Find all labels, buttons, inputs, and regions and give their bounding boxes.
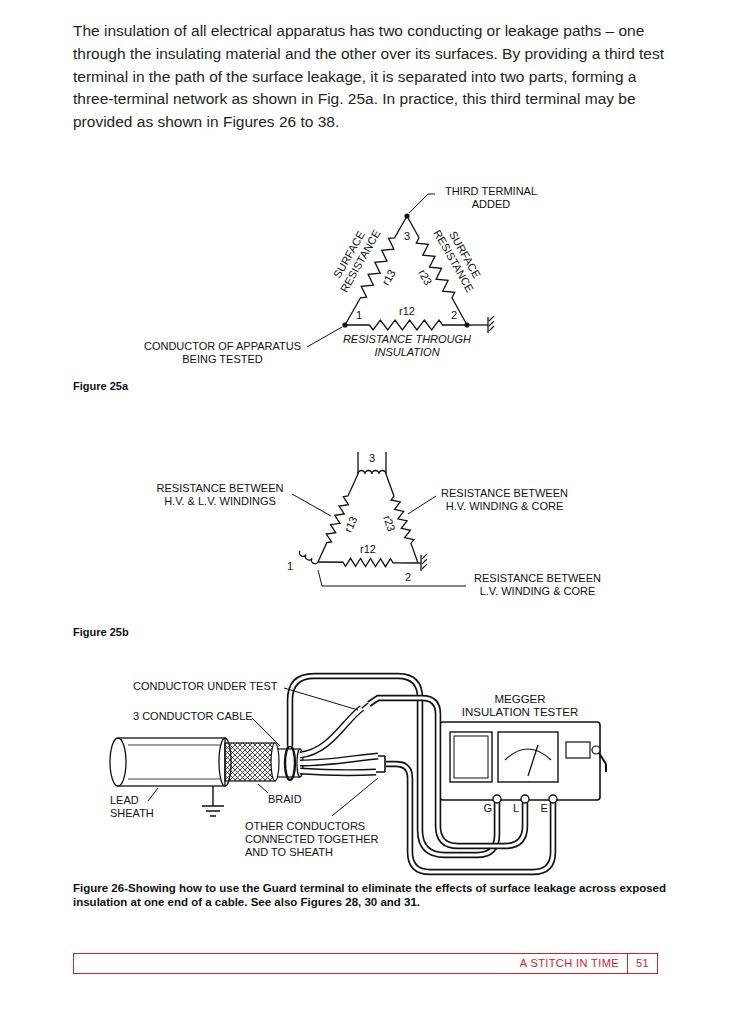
resistor-name: r23 — [380, 513, 398, 532]
resistance-label: SURFACE RESISTANCE — [323, 216, 386, 300]
lead-sheath — [110, 738, 126, 786]
guard-loop — [285, 746, 295, 780]
crank-handle — [599, 753, 606, 772]
leader-line — [408, 496, 436, 514]
resistor-name: r13 — [379, 267, 398, 287]
display-window — [454, 736, 488, 778]
resistor-symbol — [345, 320, 467, 330]
display-window — [450, 732, 492, 782]
ground-symbol — [420, 555, 421, 571]
meter-scale — [505, 749, 551, 760]
leader-line — [258, 784, 268, 793]
terminal-dot — [464, 322, 469, 327]
resistor-name: r12 — [360, 543, 376, 556]
conductor — [300, 771, 376, 773]
figure-caption: Figure 25b — [73, 626, 129, 639]
leader-line — [148, 788, 158, 801]
ground-symbol — [422, 559, 427, 564]
earth-symbol — [202, 786, 224, 816]
ground-symbol — [422, 564, 427, 569]
conductor — [300, 708, 362, 755]
wire — [467, 324, 488, 325]
conductor — [300, 708, 362, 755]
body-text: The insulation of all electrical apparat… — [73, 20, 673, 134]
figure-caption: Figure 25a — [73, 380, 128, 393]
part-label: LEAD SHEATH — [110, 794, 160, 820]
terminal-number: 3 — [404, 230, 410, 243]
sheath-shading — [128, 745, 220, 779]
terminal-name: G — [484, 802, 493, 815]
callout-text: THIRD TERMINAL ADDED — [435, 185, 547, 211]
resistance-label: RESISTANCE BETWEEN H.V. WINDING & CORE — [437, 487, 572, 513]
leader-line — [252, 718, 280, 746]
resistance-label: RESISTANCE BETWEEN L.V. WINDING & CORE — [470, 572, 605, 598]
resistor-name: r23 — [415, 267, 434, 287]
instrument-box: MEGGER INSULATION TESTER — [440, 693, 600, 805]
leader-line — [284, 688, 358, 710]
braid-end — [271, 743, 279, 781]
footer-title: A STITCH IN TIME — [74, 954, 627, 973]
terminal-name: L — [513, 802, 519, 815]
terminal-dot — [404, 213, 409, 218]
terminal-number: 2 — [405, 571, 411, 584]
ground-symbol — [489, 321, 494, 326]
part-label: CONDUCTOR UNDER TEST — [133, 680, 277, 693]
terminal-post — [493, 795, 501, 803]
resistance-label: RESISTANCE THROUGH INSULATION — [342, 333, 472, 359]
winding-symbol — [299, 551, 318, 564]
leader-line — [318, 570, 466, 586]
terminal-post — [549, 795, 557, 803]
lead-sheath — [118, 738, 225, 786]
terminal-number: 2 — [451, 309, 457, 322]
figure-caption: Figure 26-Showing how to use the Guard t… — [73, 882, 673, 909]
resistor-name: r12 — [399, 305, 415, 318]
terminal-number: 1 — [287, 560, 293, 573]
braid — [225, 743, 275, 781]
crank-housing — [566, 742, 590, 758]
instrument-case — [440, 722, 600, 800]
resistor-name: r13 — [342, 514, 360, 534]
ground-symbol — [422, 554, 427, 559]
ground-symbol — [487, 317, 488, 333]
crank-hub — [592, 746, 600, 754]
bare-conductor — [362, 703, 385, 772]
footer-bar: A STITCH IN TIME51 — [73, 953, 658, 974]
test-lead — [369, 698, 525, 846]
resistance-label: SURFACE RESISTANCE — [427, 216, 490, 300]
leader-line — [292, 494, 331, 516]
conductor — [300, 756, 378, 763]
page-number: 51 — [627, 954, 657, 973]
leader-line — [409, 194, 435, 213]
leader-line — [332, 778, 378, 816]
test-lead — [369, 698, 525, 846]
winding-symbol — [358, 471, 386, 475]
terminal-dot — [342, 322, 347, 327]
test-lead — [386, 764, 553, 872]
test-lead — [386, 764, 553, 872]
terminal-post — [521, 795, 529, 803]
callout-text: CONDUCTOR OF APPARATUS BEING TESTED — [140, 340, 305, 366]
terminal-name: E — [541, 802, 548, 815]
wire — [358, 452, 386, 474]
leader-line — [307, 327, 342, 347]
sheath-end — [219, 738, 231, 786]
instrument-name: MEGGER INSULATION TESTER — [460, 693, 581, 719]
meter-needle — [528, 745, 538, 776]
ground-symbol — [489, 316, 494, 321]
meter-window — [498, 732, 558, 782]
terminal-number: 1 — [356, 309, 362, 322]
conductor — [300, 756, 378, 763]
part-label: BRAID — [268, 793, 302, 806]
resistor-symbol — [318, 558, 418, 566]
conductor — [300, 771, 376, 773]
resistance-label: RESISTANCE BETWEEN H.V. & L.V. WINDINGS — [150, 482, 290, 508]
terminal-number: 3 — [369, 452, 375, 465]
ground-symbol — [489, 326, 494, 331]
part-label: OTHER CONDUCTORS CONNECTED TOGETHER AND … — [245, 820, 385, 859]
part-label: 3 CONDUCTOR CABLE — [133, 710, 253, 723]
